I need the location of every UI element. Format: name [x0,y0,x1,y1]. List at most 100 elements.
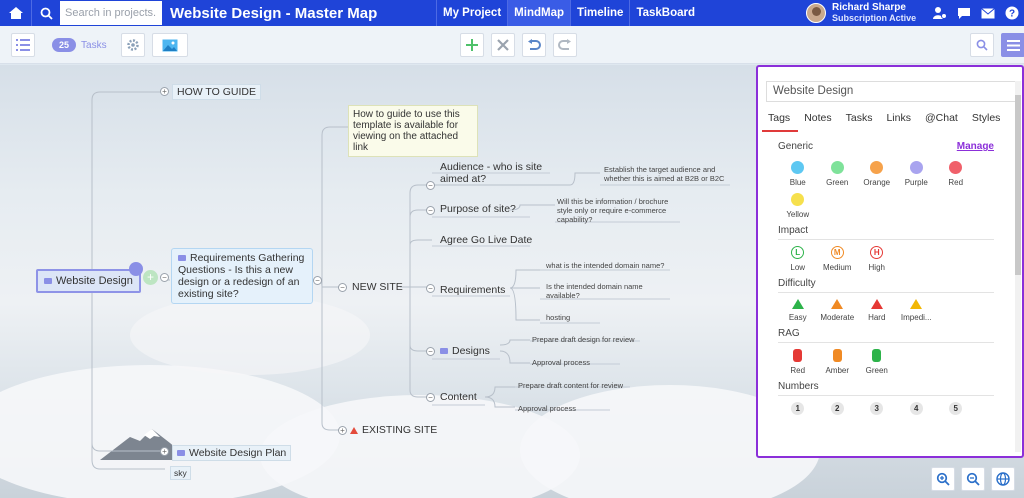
tab-tags[interactable]: Tags [762,108,799,132]
home-button[interactable] [0,0,32,26]
manage-tags-link[interactable]: Manage [956,141,994,152]
collapse-toggle[interactable]: − [426,284,435,293]
expand-toggle[interactable]: + [160,447,169,456]
tag-generic-purple[interactable]: Purple [897,161,937,187]
tag-number-3[interactable]: 3 [857,402,897,419]
tab-styles[interactable]: Styles [971,112,1001,124]
panel-node-title[interactable]: Website Design [766,81,1016,102]
collapse-toggle[interactable]: − [426,181,435,190]
fit-to-screen-button[interactable] [991,467,1015,491]
tasks-counter[interactable]: 25 Tasks [52,37,107,53]
expand-toggle[interactable]: + [160,87,169,96]
tag-generic-blue[interactable]: Blue [778,161,818,187]
tab-tasks[interactable]: Tasks [845,112,873,124]
node-designs[interactable]: Designs [440,345,490,357]
tag-difficulty-easy[interactable]: Easy [778,299,818,322]
node-audience-note[interactable]: Establish the target audience and whethe… [604,165,725,183]
warning-icon [350,426,358,434]
search-input[interactable] [60,1,162,25]
tag-generic-green[interactable]: Green [818,161,858,187]
chat-icon[interactable] [952,0,976,26]
node-requirements[interactable]: Requirements [440,284,506,296]
mail-icon[interactable] [976,0,1000,26]
tag-generic-yellow[interactable]: Yellow [778,193,818,219]
node-website-plan[interactable]: Website Design Plan [172,445,292,461]
tag-number-1[interactable]: 1 [778,402,818,419]
node-audience[interactable]: Audience - who is site aimed at? [440,161,543,185]
zoom-in-button[interactable] [931,467,955,491]
user-info[interactable]: Richard Sharpe Subscription Active [832,2,928,24]
collapse-toggle[interactable]: − [313,276,322,285]
tag-difficulty-hard[interactable]: Hard [857,299,897,322]
tag-rag-green[interactable]: Green [857,349,897,375]
node-golive[interactable]: Agree Go Live Date [440,234,533,246]
find-button[interactable] [970,33,994,57]
settings-button[interactable] [121,33,145,57]
node-new-site[interactable]: NEW SITE [352,281,403,293]
collapse-toggle[interactable]: − [426,347,435,356]
search-icon[interactable] [32,0,60,26]
panel-scrollbar[interactable] [1015,81,1021,452]
tag-rag-red[interactable]: Red [778,349,818,375]
side-panel-toggle[interactable] [1001,33,1024,57]
tag-generic-red[interactable]: Red [936,161,976,187]
outline-view-button[interactable] [11,33,35,57]
collapse-toggle[interactable]: − [426,206,435,215]
node-content-approval[interactable]: Approval process [518,404,576,413]
tag-number-5[interactable]: 5 [936,402,976,419]
node-existing-site[interactable]: EXISTING SITE [350,424,437,436]
redo-button[interactable] [553,33,577,57]
node-handle[interactable] [129,262,143,276]
tag-rag-amber[interactable]: Amber [818,349,858,375]
user-settings-icon[interactable] [928,0,952,26]
delete-node-button[interactable] [491,33,515,57]
node-purpose-note[interactable]: Will this be information / brochure styl… [557,197,669,224]
zoom-out-button[interactable] [961,467,985,491]
node-how-to-guide[interactable]: HOW TO GUIDE [172,84,261,100]
tab-my-project[interactable]: My Project [436,0,507,26]
tag-difficulty-impedi[interactable]: Impedi... [897,299,937,322]
collapse-toggle[interactable]: − [338,283,347,292]
node-req-hosting[interactable]: hosting [546,313,571,322]
background-image-button[interactable] [152,33,188,57]
node-req-available[interactable]: Is the intended domain name available? [546,282,643,300]
tag-generic-orange[interactable]: Orange [857,161,897,187]
collapse-toggle[interactable]: − [426,393,435,402]
tab-mindmap[interactable]: MindMap [507,0,570,26]
tag-number-2[interactable]: 2 [818,402,858,419]
add-child-button[interactable]: + [143,270,158,285]
subscription-status: Subscription Active [832,13,917,23]
add-node-button[interactable] [460,33,484,57]
search-icon [976,39,988,51]
node-content[interactable]: Content [440,391,477,403]
node-sky[interactable]: sky [170,466,191,480]
scrollbar-thumb[interactable] [1015,95,1021,275]
node-requirements-gathering[interactable]: Requirements Gathering Questions - Is th… [171,248,313,304]
tag-difficulty-moderate[interactable]: Moderate [818,299,858,322]
tab-timeline[interactable]: Timeline [570,0,629,26]
avatar[interactable] [806,3,826,23]
tab-notes[interactable]: Notes [804,112,832,124]
node-req-domain[interactable]: what is the intended domain name? [546,261,665,270]
node-designs-approval[interactable]: Approval process [532,358,590,367]
tab-links[interactable]: Links [886,112,911,124]
tag-number-4[interactable]: 4 [897,402,937,419]
node-content-draft[interactable]: Prepare draft content for review [518,381,624,390]
tab-chat[interactable]: @Chat [924,112,958,124]
node-root[interactable]: Website Design [36,269,141,293]
node-purpose[interactable]: Purpose of site? [440,203,516,215]
node-guide-note[interactable]: How to guide to use this template is ava… [348,105,478,157]
mindmap-canvas[interactable]: + HOW TO GUIDE How to guide to use this … [0,65,1024,498]
help-icon[interactable]: ? [1000,0,1024,26]
expand-toggle[interactable]: + [338,426,347,435]
tab-taskboard[interactable]: TaskBoard [629,0,701,26]
undo-button[interactable] [522,33,546,57]
node-designs-draft[interactable]: Prepare draft design for review [532,335,635,344]
collapse-toggle[interactable]: − [160,273,169,282]
